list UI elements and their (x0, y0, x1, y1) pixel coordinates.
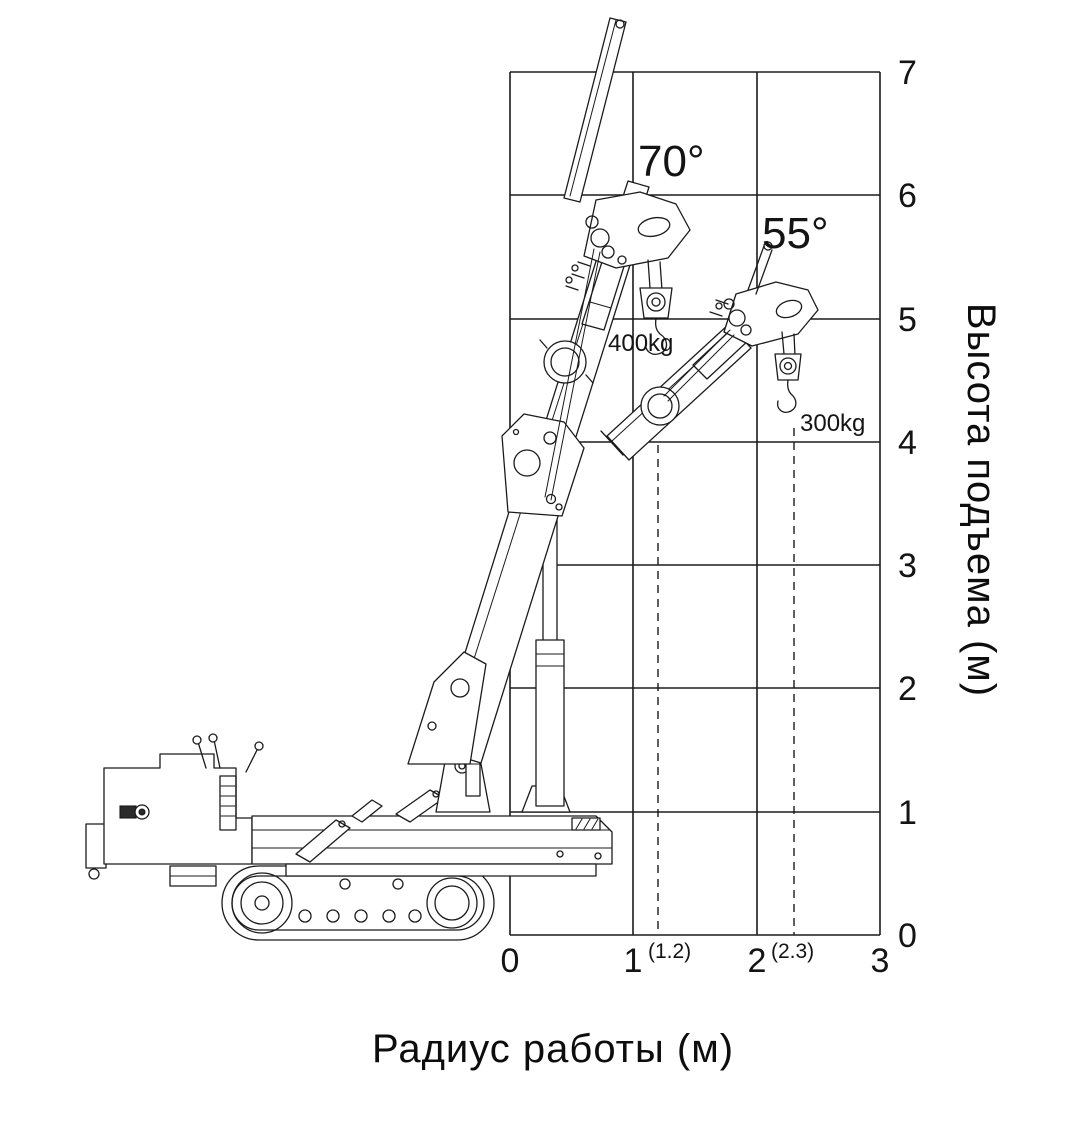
x-tick-3: 3 (871, 942, 890, 980)
x-tick-1: 1 (624, 942, 643, 980)
radius-reference-lines (657, 428, 795, 935)
y-tick-1: 1 (898, 794, 917, 832)
diagram-annotations: 70° 55° 400kg 300kg (608, 137, 865, 437)
boom-angle-55-label: 55° (762, 209, 829, 258)
boom-70deg (407, 17, 691, 765)
y-tick-6: 6 (898, 177, 917, 215)
x-subtick-1-2: (1.2) (648, 940, 691, 963)
y-tick-3: 3 (898, 547, 917, 585)
crawler-tracks (221, 865, 495, 941)
y-tick-2: 2 (898, 670, 917, 708)
machine-body (85, 733, 613, 887)
y-tick-7: 7 (898, 54, 917, 92)
x-tick-2: 2 (748, 942, 767, 980)
x-tick-0: 0 (501, 942, 520, 980)
x-axis-title: Радиус работы (м) (372, 1027, 734, 1071)
capacity-300kg-label: 300kg (800, 410, 865, 437)
axis-labels: 7 6 5 4 3 2 1 0 0 1 2 3 (1.2) (2.3) Ради… (372, 54, 1003, 1071)
y-tick-0: 0 (898, 917, 917, 955)
y-tick-5: 5 (898, 301, 917, 339)
x-subtick-2-3: (2.3) (771, 940, 814, 963)
y-axis-title: Высота подъема (м) (959, 303, 1003, 697)
capacity-400kg-label: 400kg (608, 330, 673, 357)
boom-angle-70-label: 70° (638, 137, 705, 186)
boom-55deg (600, 241, 819, 461)
y-tick-4: 4 (898, 424, 917, 462)
crane-illustration (85, 17, 819, 941)
